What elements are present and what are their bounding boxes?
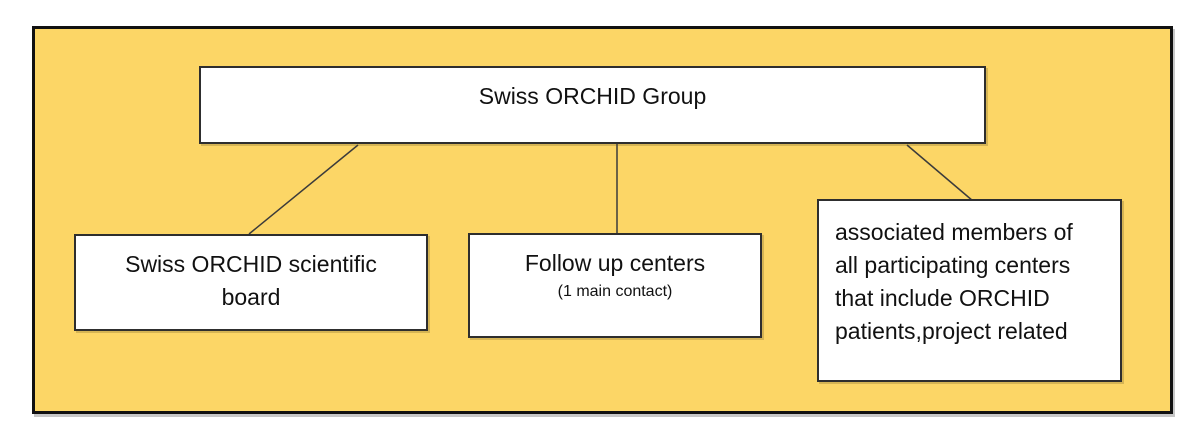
node-scientific-board: Swiss ORCHID scientific board (74, 234, 428, 331)
node-follow-up-centers-note: (1 main contact) (557, 283, 673, 300)
node-associated-members: associated members of all participating … (817, 199, 1122, 382)
node-associated-members-line3: that include ORCHID (835, 285, 1050, 311)
node-follow-up-centers-label: Follow up centers (524, 250, 706, 276)
node-scientific-board-label-line1: Swiss ORCHID scientific (125, 251, 377, 277)
node-associated-members-line4: patients,project related (835, 318, 1068, 344)
node-associated-members-line2: all participating centers (835, 252, 1071, 278)
node-swiss-orchid-group-label: Swiss ORCHID Group (478, 83, 707, 109)
node-associated-members-line1: associated members of (835, 219, 1073, 245)
node-swiss-orchid-group: Swiss ORCHID Group (199, 66, 986, 144)
node-follow-up-centers: Follow up centers (1 main contact) (468, 233, 762, 338)
node-scientific-board-label-line2: board (221, 284, 281, 310)
